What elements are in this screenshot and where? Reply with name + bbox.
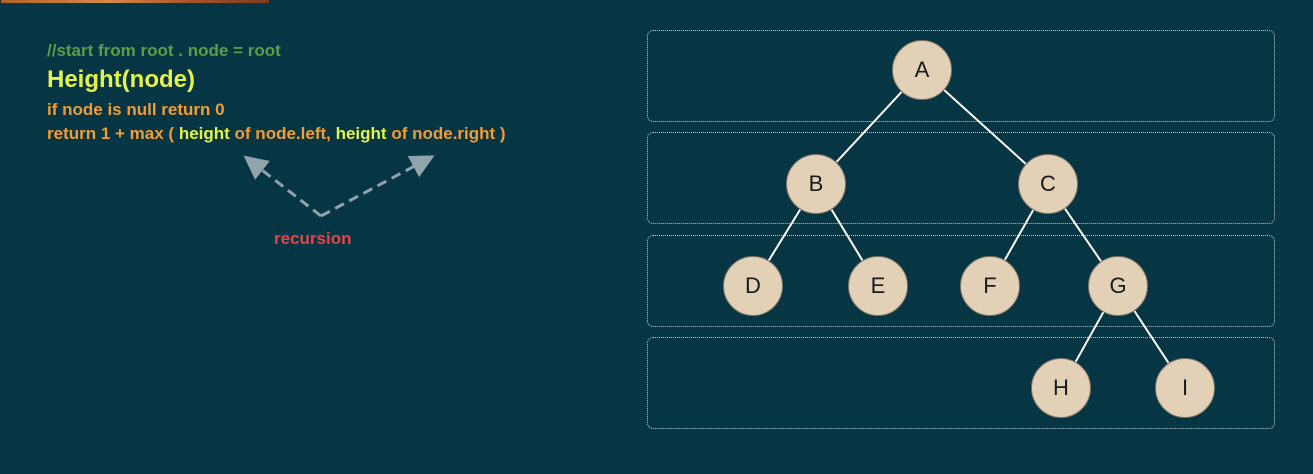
tree-level-2 <box>647 235 1275 327</box>
tree-level-0 <box>647 30 1275 122</box>
tree-node-i: I <box>1155 358 1215 418</box>
recursion-arrow-right <box>320 155 435 218</box>
video-thumbnail-strip <box>0 0 270 4</box>
tree-node-label: G <box>1109 273 1127 298</box>
tree-node-c: C <box>1018 154 1078 214</box>
tree-edge-g-h <box>1074 311 1105 363</box>
recursion-arrow-left <box>243 155 322 218</box>
recursive-line-mid: of node.left, <box>229 124 336 143</box>
height-keyword-left: height <box>178 124 230 143</box>
function-title: Height(node) <box>47 66 195 93</box>
tree-level-3 <box>647 337 1275 429</box>
code-comment: //start from root . node = root <box>47 41 281 60</box>
tree-node-h: H <box>1031 358 1091 418</box>
recursion-label: recursion <box>274 229 352 248</box>
recursive-line-prefix: return 1 + max ( <box>47 124 179 143</box>
tree-node-label: F <box>983 273 997 298</box>
tree-node-label: B <box>808 171 824 196</box>
tree-edge-a-b <box>835 91 903 163</box>
tree-node-label: A <box>914 57 930 82</box>
tree-edge-b-e <box>830 209 864 261</box>
height-keyword-right: height <box>335 124 387 143</box>
tree-edge-g-i <box>1133 310 1170 364</box>
tree-node-a: A <box>892 40 952 100</box>
pseudocode-block: //start from root . node = root Height(n… <box>47 40 506 146</box>
tree-node-b: B <box>786 154 846 214</box>
recursive-line: return 1 + max ( height of node.left, he… <box>47 122 506 146</box>
tree-level-1 <box>647 132 1275 224</box>
tree-edge-b-d <box>767 208 802 262</box>
tree-node-e: E <box>848 256 908 316</box>
tree-node-d: D <box>723 256 783 316</box>
base-case-line: if node is null return 0 <box>47 100 225 119</box>
tree-edge-c-f <box>1003 209 1035 261</box>
tree-node-f: F <box>960 256 1020 316</box>
tree-node-label: I <box>1181 375 1189 400</box>
recursive-line-suffix: of node.right ) <box>386 124 506 143</box>
tree-edge-c-g <box>1064 208 1102 262</box>
tree-node-label: C <box>1040 171 1056 196</box>
tree-node-label: H <box>1053 375 1069 400</box>
tree-node-label: D <box>745 273 761 298</box>
tree-node-g: G <box>1088 256 1148 316</box>
tree-node-label: E <box>870 273 886 298</box>
tree-edge-a-c <box>943 89 1027 165</box>
